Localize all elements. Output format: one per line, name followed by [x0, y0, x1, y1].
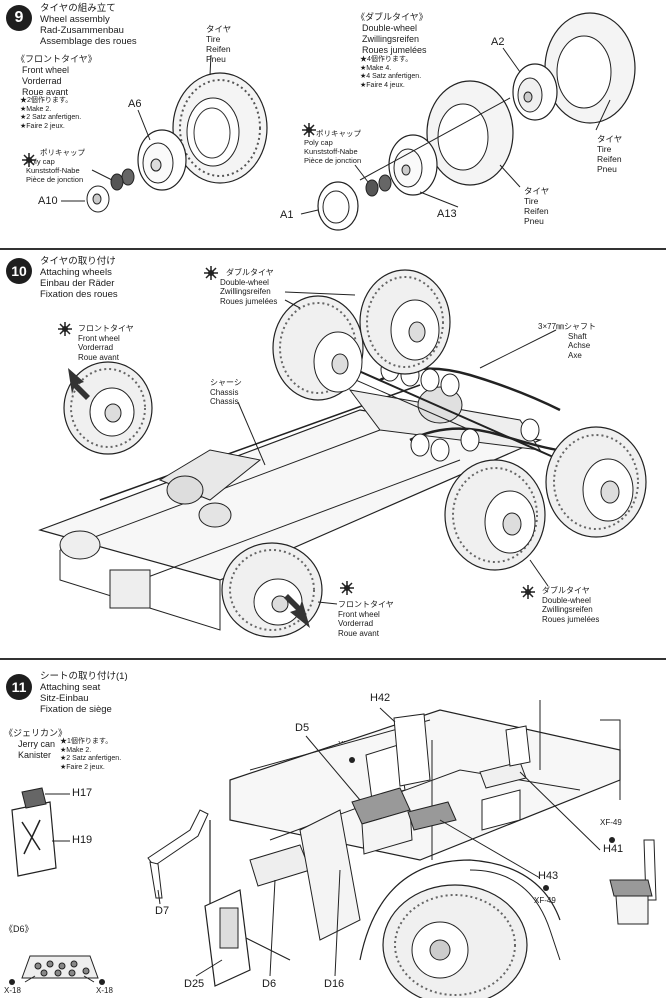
paint-dot-xf49-a — [349, 757, 355, 763]
part-h42: H42 — [370, 692, 391, 704]
double-wheel-bottom-right-drawing — [545, 426, 647, 538]
polycap-drawing-left — [110, 168, 135, 191]
a13-rim-drawing — [388, 134, 438, 196]
step-10-title: タイヤの取り付け Attaching wheels Einbau der Räd… — [40, 256, 118, 300]
part-a10: A10 — [38, 195, 58, 207]
part-h19: H19 — [72, 834, 93, 846]
paint-dot-xf49-c — [609, 837, 615, 843]
front-wheel-rim-drawing — [137, 129, 187, 191]
front-tire-drawing — [172, 72, 268, 184]
front-tire-note: 《フロントタイヤ》 Front wheel Vorderrad Roue ava… — [16, 54, 97, 97]
paint-x18-a: X-18 — [4, 986, 21, 995]
seat-driver-drawing — [351, 744, 413, 855]
seat-back-h42-drawing — [393, 713, 433, 860]
part-d25: D25 — [184, 978, 205, 990]
part-h43: H43 — [538, 870, 559, 882]
part-d6: D6 — [262, 978, 277, 990]
part-d16: D16 — [324, 978, 345, 990]
step-9-title: タイヤの組み立て Wheel assembly Rad-Zusammenbau … — [40, 3, 137, 47]
separator-2 — [0, 658, 666, 660]
star-mark-icon-right — [302, 123, 316, 137]
part-a1: A1 — [280, 209, 294, 221]
d6-detail-label: 《D6》 — [4, 924, 34, 934]
step-9: 9 タイヤの組み立て Wheel assembly Rad-Zusammenba… — [0, 0, 666, 248]
tire-label-right-top: タイヤ Tire Reifen Pneu — [597, 134, 623, 174]
part-h17: H17 — [72, 787, 93, 799]
double-tire-back-drawing — [544, 12, 636, 124]
part-a6: A6 — [128, 98, 142, 110]
step-10: 10 タイヤの取り付け Attaching wheels Einbau der … — [0, 250, 666, 658]
h41-seat-drawing — [609, 839, 657, 925]
double-wheel-label-bottom: ダブルタイヤ Double-wheel Zwillingsreifen Roue… — [542, 586, 600, 624]
step-10-number: 10 — [6, 258, 32, 284]
jerry-can-note: 《ジェリカン》 Jerry can Kanister — [4, 728, 68, 760]
star-mark-icon-10a — [204, 266, 218, 280]
paint-dot-x18-b — [99, 979, 105, 985]
front-wheel-label-left: フロントタイヤ Front wheel Vorderrad Roue avant — [78, 324, 134, 362]
double-tire-make-note: ★4個作ります。 ★Make 4. ★4 Satz anfertigen. ★F… — [360, 56, 422, 89]
d25-panel-drawing — [204, 889, 251, 987]
tire-label-right-bottom: タイヤ Tire Reifen Pneu — [524, 186, 550, 226]
step-10-drawing — [38, 266, 647, 638]
polycap-drawing-right — [365, 174, 392, 197]
double-wheel-bottom-left-drawing — [444, 459, 546, 571]
front-wheel-left-drawing — [63, 361, 153, 455]
separator-1 — [0, 248, 666, 250]
polycap-label-left: ポリキャップ Poly cap Kunststoff-Nabe Pièce de… — [26, 148, 85, 184]
front-tire-make-note: ★2個作ります。 ★Make 2. ★2 Satz anfertigen. ★F… — [20, 97, 82, 130]
d6-detail-drawing — [21, 955, 99, 979]
step-9-number: 9 — [6, 5, 32, 31]
paint-xf49-c: XF-49 — [600, 818, 622, 827]
cab-wheel-drawing — [382, 884, 528, 998]
d7-handle-drawing — [147, 809, 209, 899]
chassis-label: シャーシ Chassis Chassis — [210, 378, 242, 406]
double-wheel-label-top: ダブルタイヤ Double-wheel Zwillingsreifen Roue… — [220, 268, 278, 306]
part-a13: A13 — [437, 208, 457, 220]
arrow-icon-front-left — [68, 368, 90, 400]
arrow-icon-front-bottom — [284, 594, 310, 628]
jerry-can-make-note: ★1個作ります。 ★Make 2. ★2 Satz anfertigen. ★F… — [60, 738, 122, 771]
step-9-drawing — [22, 12, 636, 231]
part-h41: H41 — [603, 843, 624, 855]
double-tire-note: 《ダブルタイヤ》 Double-wheel Zwillingsreifen Ro… — [356, 12, 428, 55]
star-mark-icon-left — [22, 153, 36, 167]
paint-dot-xf49-b — [543, 885, 549, 891]
d6-panel-drawing — [249, 809, 361, 941]
part-d7: D7 — [155, 905, 170, 917]
a1-cap-drawing — [317, 181, 359, 231]
polycap-label-right: ポリキャップ Poly cap Kunststoff-Nabe Pièce de… — [304, 129, 362, 165]
tire-label-left: タイヤ Tire Reifen Pneu — [206, 24, 232, 64]
part-d5: D5 — [295, 722, 310, 734]
part-a2: A2 — [491, 36, 505, 48]
jerry-can-drawing — [11, 787, 57, 877]
double-wheel-top-left-drawing — [272, 295, 364, 401]
step-11-title: シートの取り付け(1) Attaching seat Sitz-Einbau F… — [40, 671, 128, 715]
a10-cap-drawing — [86, 185, 110, 213]
star-mark-icon-10d — [340, 581, 354, 595]
star-mark-icon-10b — [58, 322, 72, 336]
star-mark-icon-10c — [521, 585, 535, 599]
step-11-number: 11 — [6, 674, 32, 700]
shaft-label: 3×77㎜シャフト Shaft Achse Axe — [538, 322, 597, 360]
a2-rim-drawing — [512, 63, 558, 121]
double-tire-front-drawing — [426, 80, 514, 186]
paint-dot-x18-a — [9, 979, 15, 985]
front-wheel-label-bottom: フロントタイヤ Front wheel Vorderrad Roue avant — [338, 600, 394, 638]
double-wheel-top-right-drawing — [359, 269, 451, 375]
paint-x18-b: X-18 — [96, 986, 113, 995]
step-11: 11 シートの取り付け(1) Attaching seat Sitz-Einba… — [0, 660, 666, 998]
paint-xf49-b: XF-49 — [534, 896, 556, 905]
step-11-drawing — [9, 700, 657, 998]
